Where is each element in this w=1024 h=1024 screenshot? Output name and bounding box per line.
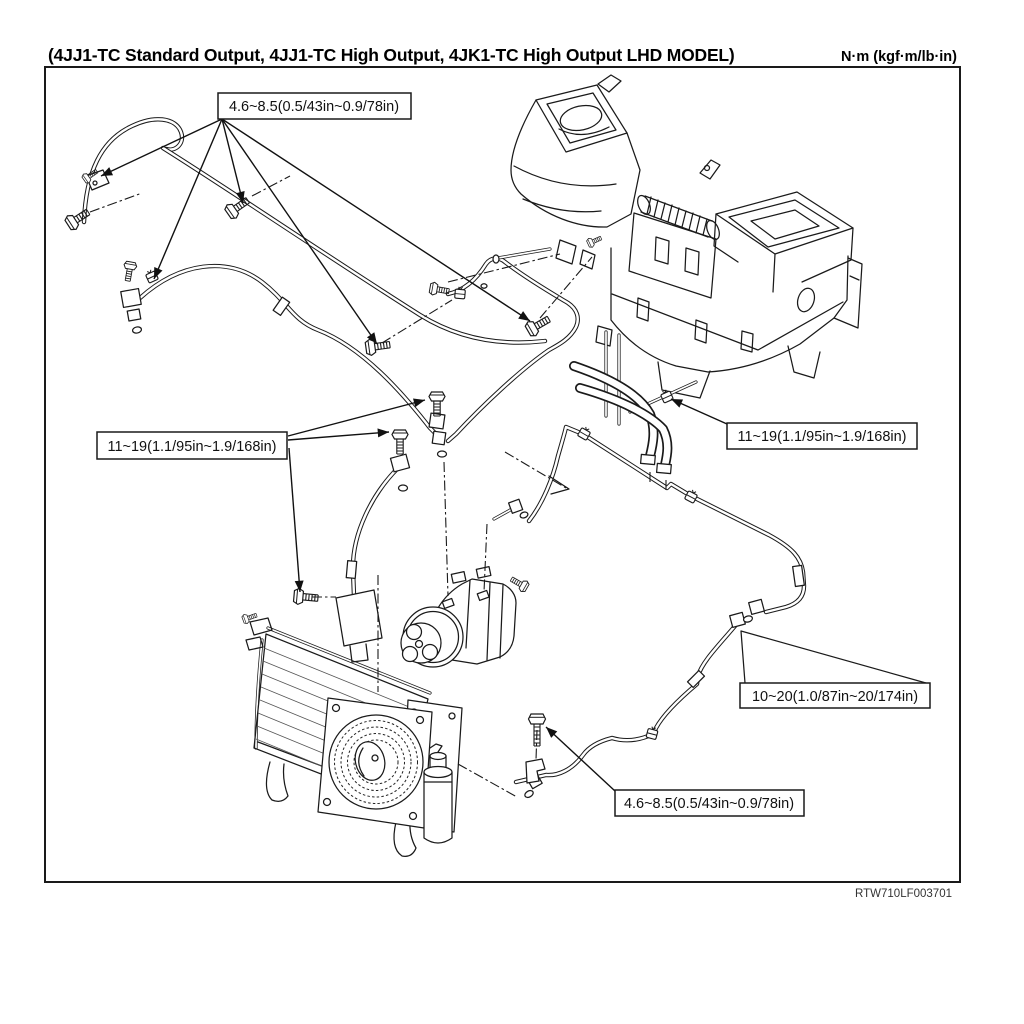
condenser-leg <box>265 761 289 802</box>
torque-value: 10~20(1.0/87in~20/174in) <box>752 689 918 705</box>
torque-callout-left: 11~19(1.1/95in~1.9/168in) <box>96 431 288 460</box>
hose-sleeve <box>272 296 291 317</box>
corrugated-duct <box>646 196 708 236</box>
hex-bolt <box>63 204 94 233</box>
pipe-sleeve <box>686 669 706 689</box>
figure-code: RTW710LF003701 <box>855 888 952 900</box>
torque-callout-top: 4.6~8.5(0.5/43in~0.9/78in) <box>217 92 412 120</box>
page-title: (4JJ1-TC Standard Output, 4JJ1-TC High O… <box>48 45 735 65</box>
receiver-drier-drawing <box>423 743 453 844</box>
figure-border <box>44 66 961 883</box>
pipe-clamp <box>143 267 159 284</box>
compressor-drawing <box>400 566 531 668</box>
view-arrow <box>548 475 570 495</box>
torque-value: 4.6~8.5(0.5/43in~0.9/78in) <box>624 796 794 812</box>
hvac-unit-drawing <box>510 74 863 399</box>
hex-bolt <box>391 429 409 455</box>
hose-sleeve <box>345 560 358 580</box>
condenser-fan <box>328 714 424 810</box>
torque-value: 4.6~8.5(0.5/43in~0.9/78in) <box>229 99 399 115</box>
hex-bolt <box>585 233 604 249</box>
centerlines <box>89 175 667 798</box>
leader-lines <box>100 118 728 792</box>
hex-bolt <box>428 391 446 417</box>
o-ring <box>436 450 448 458</box>
compressor-pulley <box>400 606 464 668</box>
o-ring <box>397 484 409 492</box>
hex-bolt <box>523 311 554 339</box>
fittings <box>85 169 805 790</box>
leader-wedge <box>740 630 927 684</box>
o-ring <box>519 511 529 519</box>
o-ring <box>480 283 488 289</box>
hex-bolt <box>120 260 138 283</box>
o-ring <box>131 326 143 334</box>
torque-value: 11~19(1.1/95in~1.9/168in) <box>737 429 906 445</box>
torque-callout-right: 11~19(1.1/95in~1.9/168in) <box>726 422 918 450</box>
torque-callout-lower-right: 10~20(1.0/87in~20/174in) <box>739 682 931 709</box>
torque-value: 11~19(1.1/95in~1.9/168in) <box>107 439 276 455</box>
pipe-sleeve <box>792 564 805 588</box>
o-rings <box>131 283 754 799</box>
torque-unit-label: N·m (kgf·m/lb·in) <box>841 49 957 65</box>
condenser-leg <box>393 819 417 857</box>
o-ring <box>524 789 534 799</box>
condenser-drawing <box>245 617 463 857</box>
torque-callout-bottom: 4.6~8.5(0.5/43in~0.9/78in) <box>614 789 805 817</box>
o-ring <box>742 615 754 623</box>
